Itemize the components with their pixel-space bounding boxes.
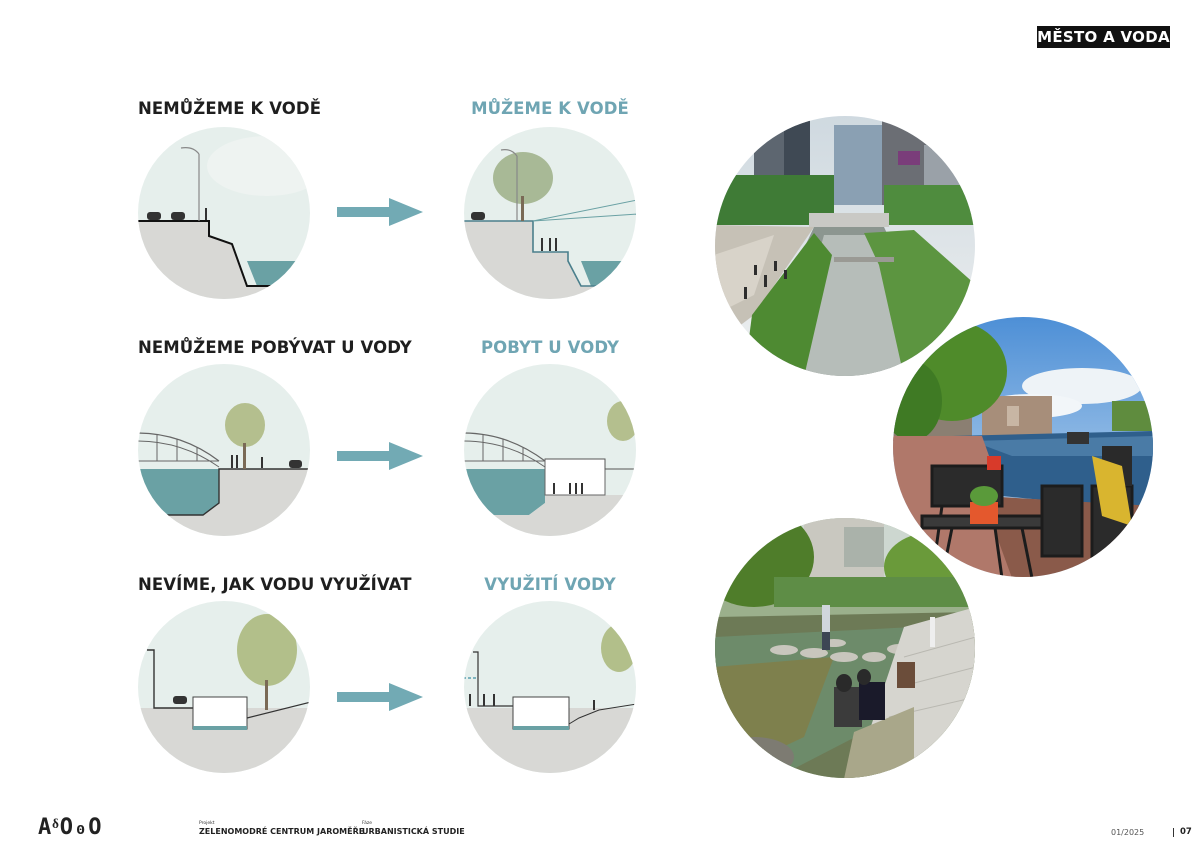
row3-after-title: VYUŽITÍ VODY xyxy=(484,575,616,594)
row3-before-title: NEVÍME, JAK VODU VYUŽÍVAT xyxy=(138,575,412,594)
canal-terrace-photo xyxy=(893,317,1153,577)
section-tag: MĚSTO A VODA xyxy=(1037,26,1170,48)
row3-arrow-icon xyxy=(337,683,423,711)
project-name: ZELENOMODRÉ CENTRUM JAROMĚŘE xyxy=(199,827,365,836)
phase-label: Fáze xyxy=(362,821,373,826)
row2-before-section-diagram xyxy=(138,364,310,536)
row1-before-section-diagram xyxy=(138,127,310,299)
phase-name: URBANISTICKÁ STUDIE xyxy=(362,827,465,836)
urban-stream-photo xyxy=(715,116,975,376)
document-date: 01/2025 xyxy=(1111,828,1145,837)
row2-after-section-diagram xyxy=(464,364,636,536)
row2-after-title: POBYT U VODY xyxy=(480,338,620,357)
row1-before-title: NEMŮŽEME K VODĚ xyxy=(138,99,322,118)
studio-logo: AᵟO₀O xyxy=(38,815,103,840)
row1-arrow-icon xyxy=(337,198,423,226)
row3-after-section-diagram xyxy=(464,601,636,773)
page-number: 07 xyxy=(1180,827,1192,837)
row3-before-section-diagram xyxy=(138,601,310,773)
page-separator xyxy=(1173,828,1174,837)
row2-before-title: NEMŮŽEME POBÝVAT U VODY xyxy=(138,338,412,357)
stepping-stones-photo xyxy=(715,518,975,778)
row2-arrow-icon xyxy=(337,442,423,470)
project-label: Projekt xyxy=(199,821,215,826)
row1-after-title: MŮŽEME K VODĚ xyxy=(471,99,629,118)
row1-after-section-diagram xyxy=(464,127,636,299)
project-meta: Projekt ZELENOMODRÉ CENTRUM JAROMĚŘE xyxy=(199,821,364,837)
phase-meta: Fáze URBANISTICKÁ STUDIE xyxy=(362,821,465,837)
